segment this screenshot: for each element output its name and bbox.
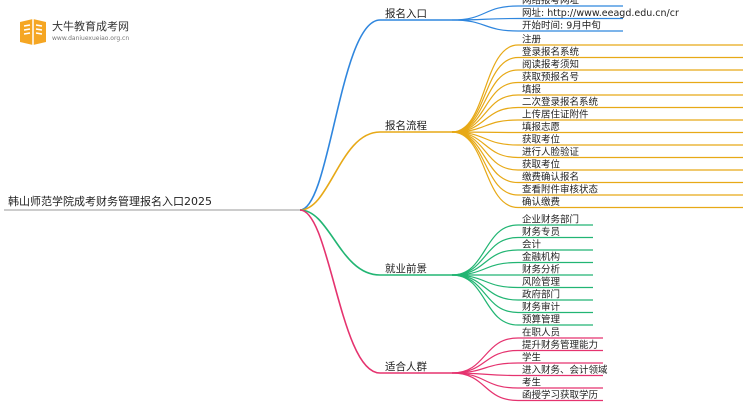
child-node: 阅读报考须知 [522, 59, 579, 71]
site-logo[interactable]: 大牛教育成考网 www.daniuexueiao.org.cn [14, 16, 134, 48]
child-node: 提升财务管理能力 [522, 339, 598, 351]
child-node: 在职人员 [522, 327, 560, 339]
child-node: 政府部门 [522, 289, 560, 301]
child-node: 填报 [522, 84, 542, 96]
child-node: 财务分析 [522, 264, 561, 276]
child-node: 获取预报名号 [522, 71, 579, 83]
book-logo-icon [20, 19, 46, 45]
child-node: 财务专员 [522, 226, 560, 238]
child-connector [451, 106, 519, 133]
root-node: 韩山师范学院成考财务管理报名入口2025 [8, 194, 212, 208]
branch-connector [299, 209, 381, 374]
child-node: 登录报名系统 [522, 46, 580, 58]
child-connector [451, 131, 519, 196]
child-node: 缴费确认报名 [522, 171, 579, 183]
child-node: 金融机构 [522, 251, 560, 263]
child-node: 进入财务、会计领域 [522, 364, 608, 376]
child-node: 会计 [522, 239, 542, 251]
child-node: 预算管理 [522, 314, 561, 326]
child-node: 获取考位 [522, 134, 561, 146]
child-node: 开始时间: 9月中旬 [522, 20, 601, 32]
child-node: 注册 [522, 34, 542, 46]
child-connector [451, 349, 519, 374]
branch-connector [299, 209, 381, 276]
child-node: 函授学习获取学历 [522, 389, 598, 401]
child-node: 网址: http://www.eeagd.edu.cn/cr [522, 7, 679, 19]
child-node: 确认缴费 [522, 196, 560, 208]
child-node: 填报志愿 [522, 121, 560, 133]
logo-site-url: www.daniuexueiao.org.cn [52, 35, 130, 42]
child-node: 网络报考网址 [522, 0, 580, 7]
branch-node: 报名入口 [385, 7, 427, 20]
child-node: 风险管理 [522, 276, 561, 288]
branch-node: 就业前景 [385, 262, 427, 275]
child-connector [451, 69, 519, 133]
child-connector [451, 274, 519, 326]
branch-node: 报名流程 [385, 119, 427, 132]
child-node: 查看附件审核状态 [522, 184, 599, 196]
child-node: 财务审计 [522, 301, 561, 313]
logo-site-name: 大牛教育成考网 [52, 20, 129, 33]
child-connector [451, 224, 519, 276]
branch-connector [299, 19, 381, 211]
child-node: 二次登录报名系统 [522, 96, 599, 108]
child-connector [451, 44, 519, 133]
child-node: 上传居住证附件 [522, 109, 589, 121]
branch-node: 适合人群 [385, 360, 427, 373]
branch-connector [299, 131, 381, 211]
child-connector [451, 131, 519, 209]
child-node: 进行人脸验证 [522, 146, 580, 158]
child-node: 企业财务部门 [522, 214, 579, 226]
child-connector [451, 372, 519, 402]
child-node: 获取考位 [522, 159, 561, 171]
child-connector [451, 56, 519, 133]
child-node: 考生 [522, 377, 542, 389]
child-connector [451, 5, 519, 21]
child-connector [451, 19, 519, 32]
child-node: 学生 [522, 352, 542, 364]
